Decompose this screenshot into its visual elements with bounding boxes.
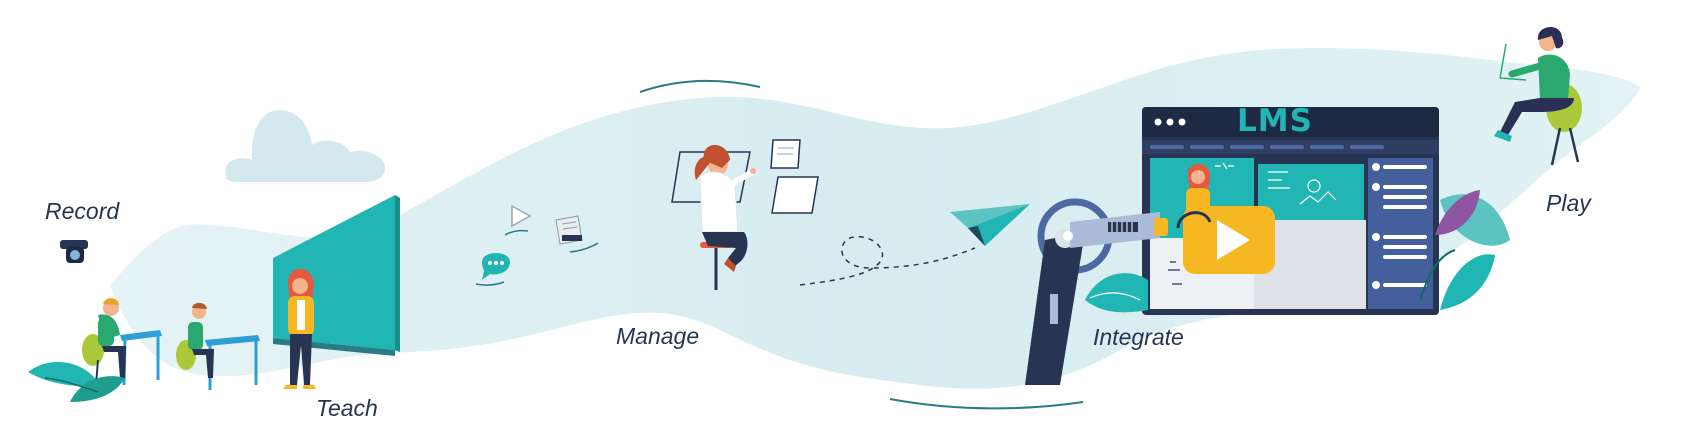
plant-left-icon — [28, 362, 125, 402]
manager-person-icon — [694, 145, 756, 290]
stage-label-integrate: Integrate — [1093, 324, 1184, 350]
cloud — [225, 109, 385, 182]
record-camera-icon — [60, 240, 88, 263]
arc-bottom — [889, 398, 1084, 410]
player-person-icon — [1494, 26, 1582, 166]
stage-label-manage: Manage — [616, 323, 700, 349]
robot-arm-icon — [1025, 198, 1168, 385]
stage-label-record: Record — [45, 198, 120, 224]
student-2-icon — [176, 302, 214, 378]
stage-label-play: Play — [1546, 190, 1591, 216]
dashed-flight-path — [799, 235, 976, 286]
plant-integrate-icon — [1085, 273, 1148, 313]
stage-label-teach: Teach — [316, 395, 378, 421]
teacher-icon — [283, 268, 316, 389]
arc-top — [639, 79, 761, 93]
play-triangle-icon — [504, 204, 532, 236]
chat-bubble-icon — [475, 253, 510, 286]
lms-window-title: LMS — [1237, 103, 1313, 139]
manage-screens — [671, 139, 819, 214]
paper-plane-icon — [950, 204, 1030, 246]
student-1-icon — [82, 298, 126, 386]
play-button-icon — [1176, 206, 1275, 274]
document-icon — [555, 215, 599, 253]
plant-right-icon — [1419, 190, 1510, 310]
